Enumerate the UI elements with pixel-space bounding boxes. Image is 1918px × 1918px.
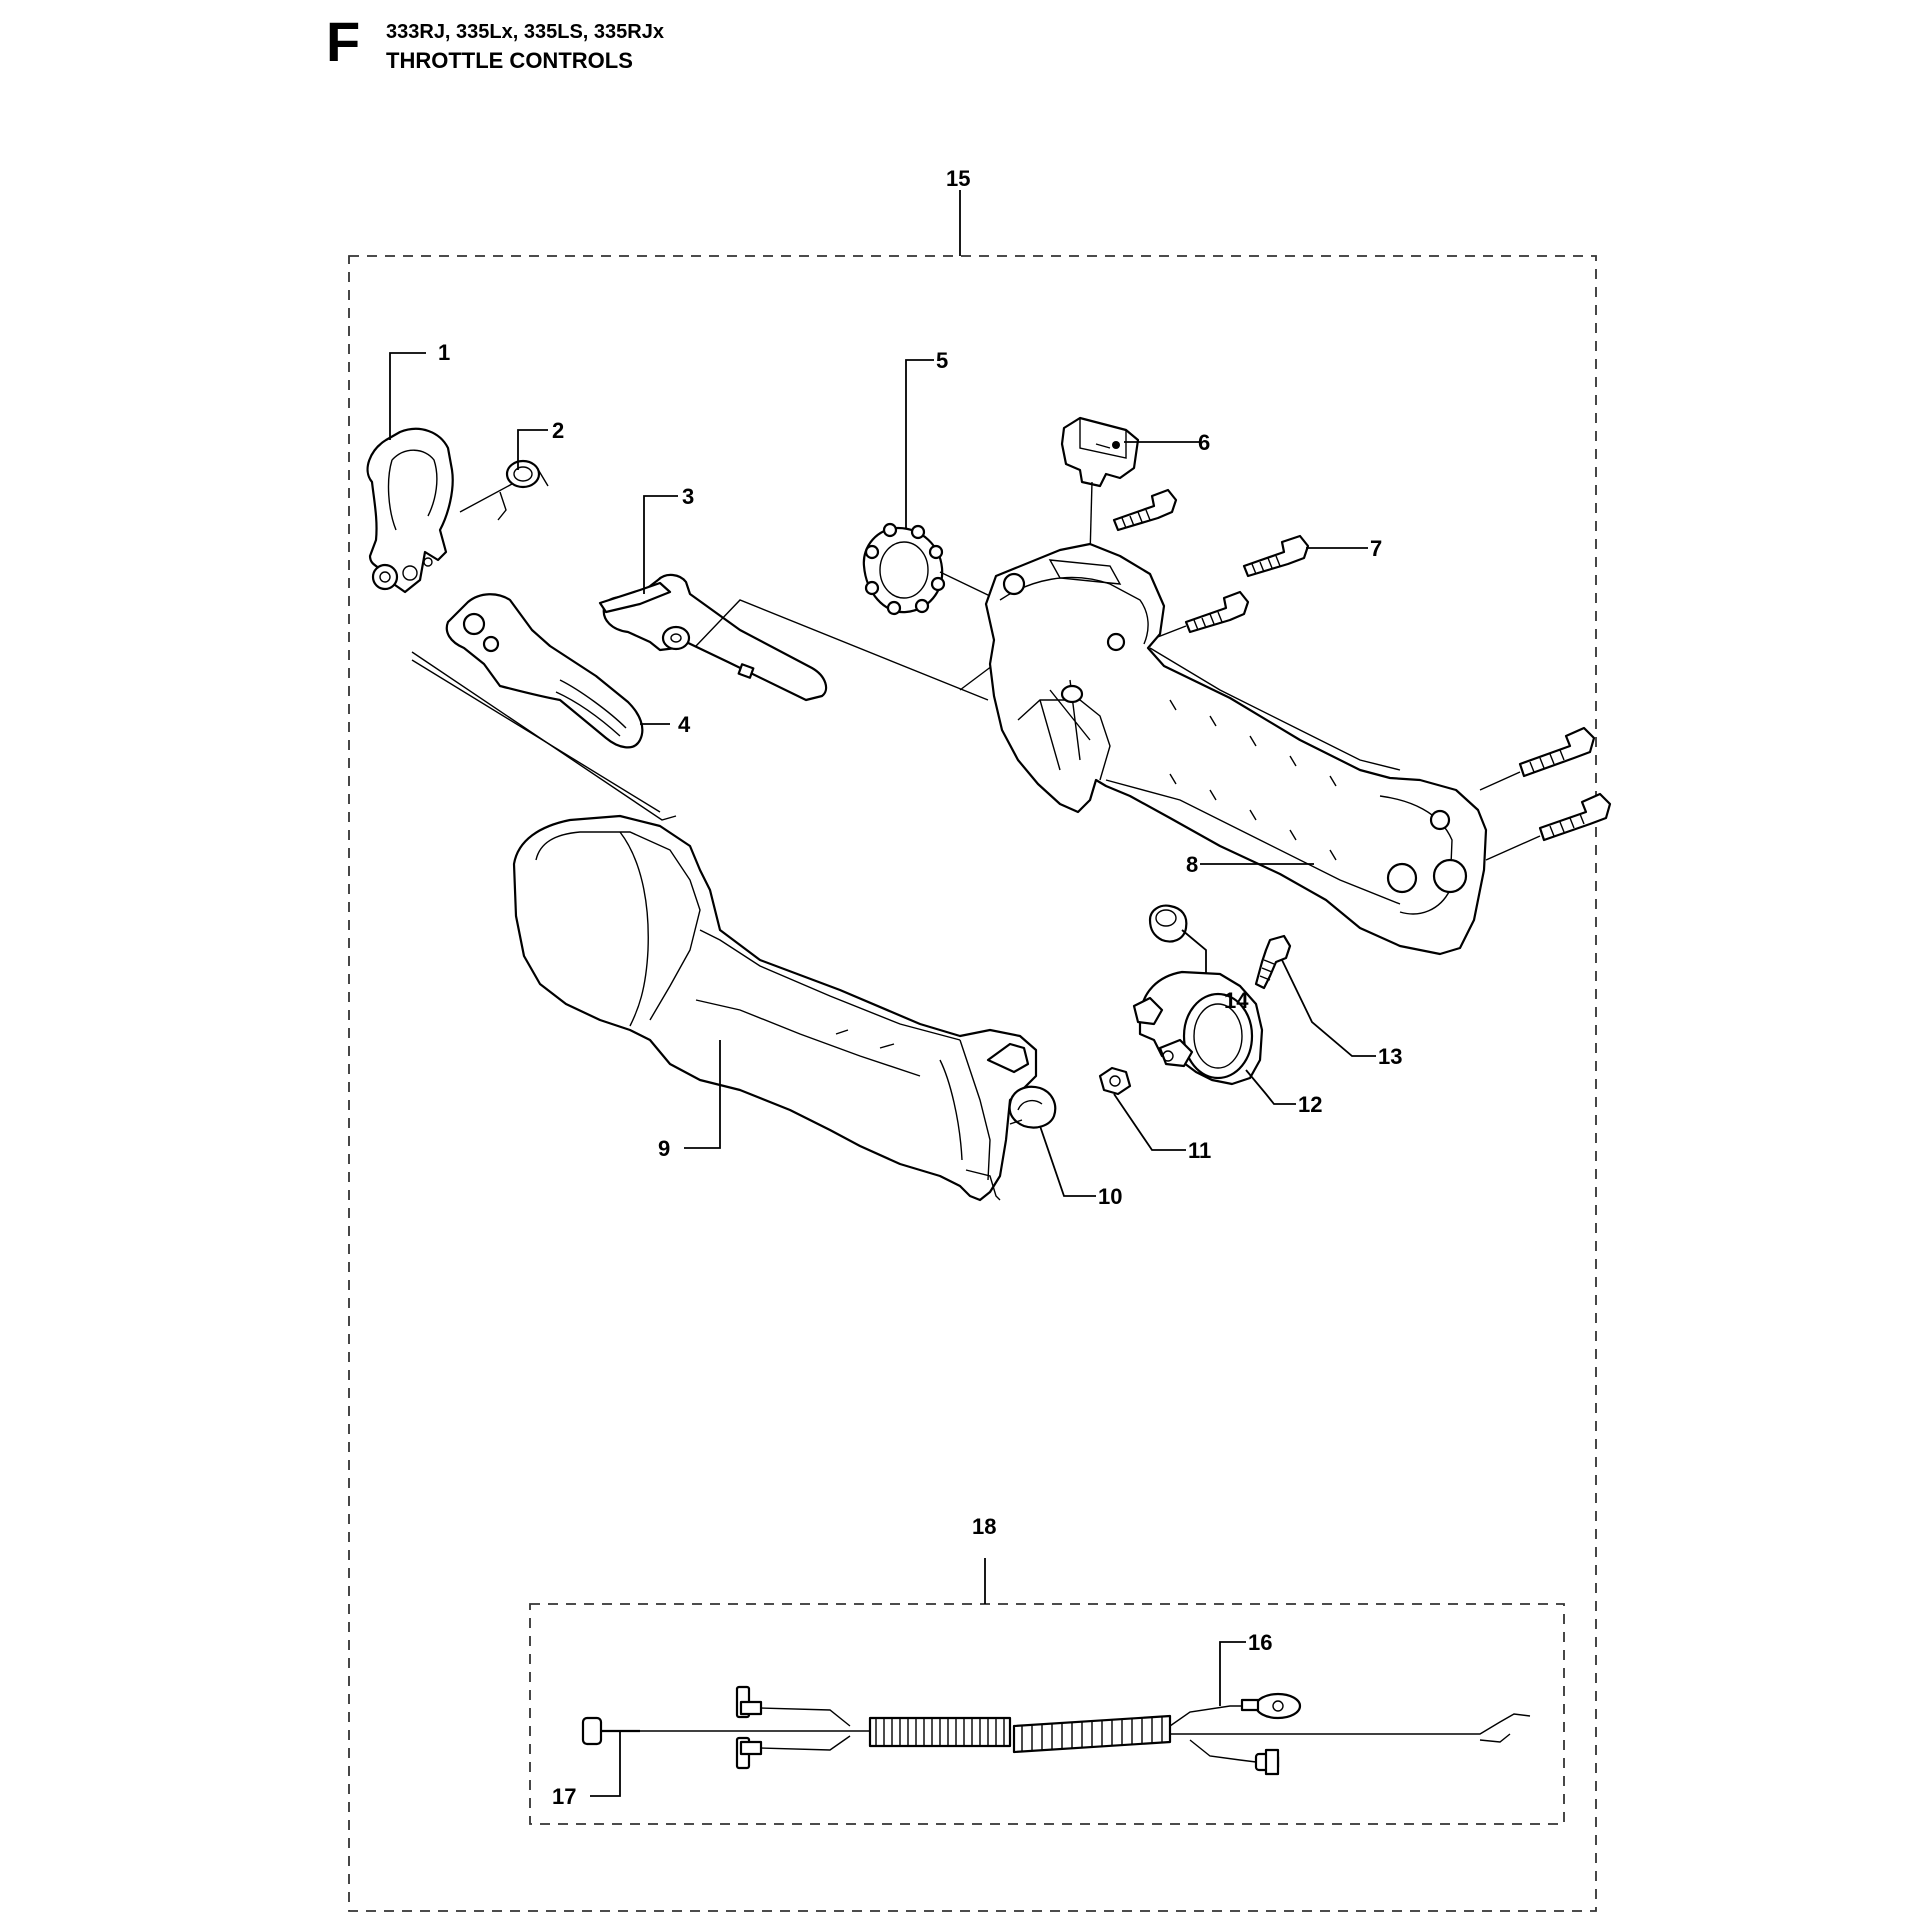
handle-housing-part	[984, 542, 1488, 956]
callout-label: 12	[1298, 1092, 1322, 1117]
nut-part	[1098, 1066, 1132, 1096]
bushing-part	[1008, 1085, 1057, 1129]
handle-cover-part	[512, 814, 1038, 1202]
lever-part	[598, 573, 828, 702]
assembly-box-15	[348, 255, 1597, 1912]
callout-label: 14	[1224, 988, 1249, 1013]
screw-part	[1184, 590, 1250, 634]
screw-part	[1112, 488, 1178, 532]
screw-part	[1538, 792, 1612, 842]
spring-part	[459, 459, 549, 521]
callout-label: 8	[1186, 852, 1198, 877]
callout-label: 5	[936, 348, 948, 373]
callout-label: 4	[678, 712, 691, 737]
callout-label: 16	[1248, 1630, 1272, 1655]
section-letter: F	[326, 10, 361, 73]
screw-part	[1242, 534, 1310, 578]
callout-label: 9	[658, 1136, 670, 1161]
callout-label: 15	[946, 166, 970, 191]
assembly-box-18	[529, 1603, 1565, 1825]
throttle-lever-part	[366, 427, 454, 594]
diagram-title: THROTTLE CONTROLS	[386, 48, 633, 73]
callout-label: 6	[1198, 430, 1210, 455]
damper-ring-part	[862, 522, 946, 616]
callout-label: 18	[972, 1514, 996, 1539]
callout-label: 1	[438, 340, 450, 365]
model-list: 333RJ, 335Lx, 335LS, 335RJx	[386, 21, 664, 43]
callout-label: 10	[1098, 1184, 1122, 1209]
screw-part	[1518, 726, 1596, 778]
callout-label: 13	[1378, 1044, 1402, 1069]
throttle-trigger-part	[445, 593, 644, 749]
bushing-part	[1148, 904, 1188, 943]
clamp-part	[1132, 970, 1264, 1086]
screw-part	[1254, 934, 1292, 990]
callout-label: 2	[552, 418, 564, 443]
callout-label: 17	[552, 1784, 576, 1809]
stop-switch-part	[1060, 416, 1140, 488]
callout-label: 3	[682, 484, 694, 509]
callout-label: 11	[1188, 1138, 1211, 1163]
callout-label: 7	[1370, 536, 1382, 561]
throttle-cable-part	[581, 1685, 1531, 1776]
